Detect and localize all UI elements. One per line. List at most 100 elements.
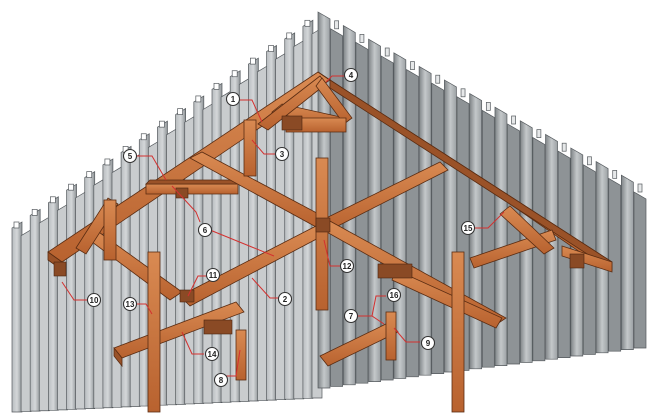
callout-number: 6 [203,226,208,235]
callout-9: 9 [420,335,436,351]
post-center-right [385,311,397,361]
pile-tab [359,34,365,43]
callout-number: 16 [390,291,399,300]
callout-number: 15 [464,224,473,233]
plate-5 [377,263,413,279]
callout-number: 3 [280,150,285,159]
timber-bracing-frame [47,71,613,413]
callout-circle [343,308,359,324]
sheet-pile-left [20,229,32,412]
callout-number: 7 [349,312,354,321]
callout-circle [225,91,241,107]
sheet-pile-right [608,177,622,352]
plate-1 [281,115,303,131]
pile-tab [410,61,415,70]
callout-16: 16 [386,287,402,303]
post-13 [147,251,161,413]
callout-circle [204,346,220,362]
pile-notch [68,183,74,191]
callout-number: 10 [90,296,99,305]
plate-7 [569,253,585,269]
callout-circle [386,287,402,303]
pile-tab [587,156,592,166]
leader-16 [371,295,386,317]
right-knee-brace-2 [499,205,555,255]
callout-1: 1 [225,91,241,107]
pile-notch [304,19,311,27]
sheet-pile-right [621,174,634,350]
sheet-pile-left [193,95,205,404]
leader-10 [61,281,88,301]
callout-circle [197,222,213,238]
callout-number: 13 [126,300,135,309]
pile-tab [485,102,491,111]
sheet-pile-left [266,44,277,401]
callout-circle [205,267,221,283]
pile-notch [268,45,274,52]
callout-number: 11 [209,271,218,280]
plate-2 [315,217,331,233]
callout-number: 2 [283,295,288,304]
sheet-pile-left [29,208,41,412]
leader-4 [325,75,344,83]
callout-number: 8 [219,376,224,385]
plate-4 [203,319,233,335]
callout-2: 2 [277,291,293,307]
callout-11: 11 [205,267,221,283]
callout-circle [420,335,436,351]
leader-6b [209,229,275,257]
pile-tab [334,20,339,30]
leader-3 [251,139,276,155]
leader-1 [240,99,263,123]
sheet-pile-left [102,158,114,409]
pile-notch [177,108,183,115]
callout-7: 7 [343,308,359,324]
sheet-pile-right [418,65,432,376]
callout-circle [86,292,102,308]
callout-4: 4 [343,67,359,83]
pile-tab [384,47,390,57]
pile-notch [31,209,38,216]
pile-notch [13,221,20,229]
leader-9 [393,327,420,343]
callout-circle [213,372,229,388]
leader-13 [136,303,153,315]
sheet-pile-left [11,221,23,413]
sheet-pile-left [175,107,186,405]
callout-number: 12 [343,262,352,271]
pile-tab [612,170,618,179]
sheet-pile-left [38,216,50,412]
pile-notch [250,57,256,65]
front-left-beam-end [113,346,123,368]
sheet-pile-left [284,32,296,400]
pile-notch [159,120,165,128]
sheet-pile-left [57,203,68,411]
callout-12: 12 [339,258,355,274]
sheet-pile-left [84,170,96,409]
pile-tab [511,115,516,125]
leader-6 [171,185,201,223]
leader-14 [181,331,204,355]
post-lower-mid [235,329,247,381]
leader-15 [474,211,505,229]
pile-notch [213,82,220,90]
sheet-pile-left [275,52,286,401]
callout-circle [460,220,476,236]
leader-5 [136,155,167,181]
pile-tab [561,142,567,152]
pile-notch [86,171,93,178]
leader-12 [323,239,340,267]
callout-5: 5 [122,148,138,164]
sheet-pile-right [431,82,445,374]
pile-notch [231,70,238,78]
upper-cross-strut-top [145,179,243,185]
sheet-pile-left [120,145,132,408]
sheet-pile-right [633,191,647,349]
sheet-pile-right [494,106,508,366]
pile-tab [460,88,466,98]
pile-notch [140,133,147,141]
pile-notch [195,95,202,103]
pile-tab [435,74,441,84]
